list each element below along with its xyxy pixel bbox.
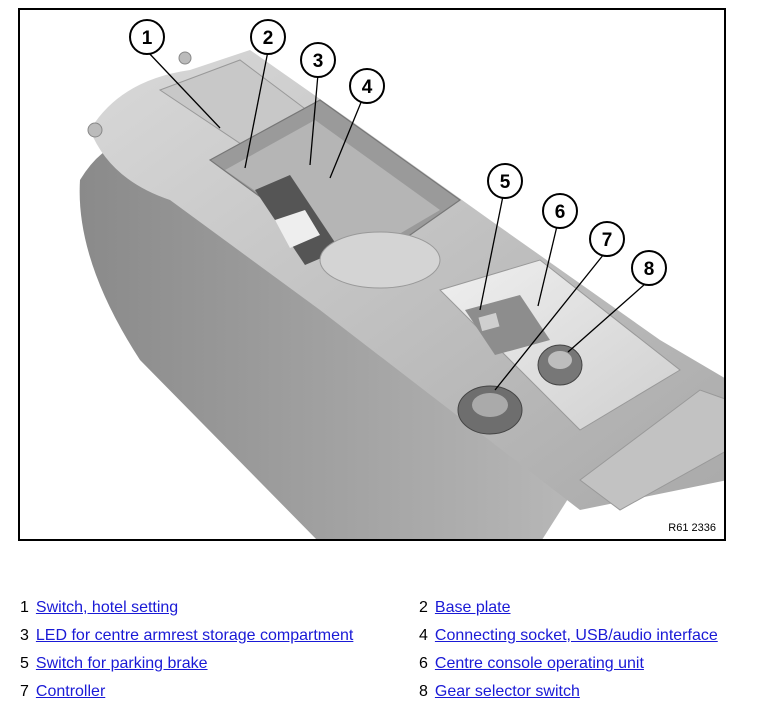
base-plate [225,120,440,260]
callout-5-label: 5 [500,172,511,193]
legend-link-parking-brake-switch[interactable]: Switch for parking brake [35,655,208,672]
callout-1-label: 1 [142,28,153,49]
legend-link-usb-socket[interactable]: Connecting socket, USB/audio interface [434,627,718,644]
legend-item-5: 5 Switch for parking brake [20,654,208,674]
legend-number: 3 [20,627,29,644]
console-side-panel [79,138,580,539]
callout-3: 3 [300,42,336,78]
legend-link-led-armrest[interactable]: LED for centre armrest storage compartme… [35,627,354,644]
legend-link-base-plate[interactable]: Base plate [434,599,511,616]
cupholder-lid [319,231,441,289]
button-block [465,295,550,355]
centre-console-illustration: 1 2 3 4 5 6 7 [79,19,724,539]
legend-item-7: 7 Controller [20,682,105,702]
callout-4: 4 [349,68,385,104]
callout-8-label: 8 [644,259,655,280]
legend-number: 8 [419,683,428,700]
callout-8: 8 [631,250,667,286]
figure-frame: 1 2 3 4 5 6 7 [18,8,726,541]
legend-number: 5 [20,655,29,672]
legend-number: 4 [419,627,428,644]
callout-3-label: 3 [313,51,324,72]
callout-7: 7 [589,221,625,257]
callout-2: 2 [250,19,286,55]
legend-link-gear-selector-switch[interactable]: Gear selector switch [434,683,580,700]
callout-group: 1 2 3 4 5 6 7 [129,19,667,286]
legend-item-4: 4 Connecting socket, USB/audio interface [419,626,718,646]
callout-6: 6 [542,193,578,229]
front-trim [579,389,724,511]
legend-item-3: 3 LED for centre armrest storage compartm… [20,626,353,646]
legend-number: 1 [20,599,29,616]
legend-link-console-operating-unit[interactable]: Centre console operating unit [434,655,644,672]
legend-item-6: 6 Centre console operating unit [419,654,644,674]
legend-number: 6 [419,655,428,672]
legend-number: 7 [20,683,29,700]
callout-1: 1 [129,19,165,55]
legend-item-8: 8 Gear selector switch [419,682,580,702]
callout-7-label: 7 [602,230,613,251]
figure-reference: R61 2336 [664,521,720,535]
legend-number: 2 [419,599,428,616]
callout-2-label: 2 [263,28,274,49]
legend-link-controller[interactable]: Controller [35,683,106,700]
callout-leaders [146,50,646,391]
legend-link-hotel-setting-switch[interactable]: Switch, hotel setting [35,599,179,616]
legend-item-1: 1 Switch, hotel setting [20,598,178,618]
callout-6-label: 6 [555,202,566,223]
callout-4-label: 4 [362,77,373,98]
callout-5: 5 [487,163,523,199]
legend-item-2: 2 Base plate [419,598,511,618]
